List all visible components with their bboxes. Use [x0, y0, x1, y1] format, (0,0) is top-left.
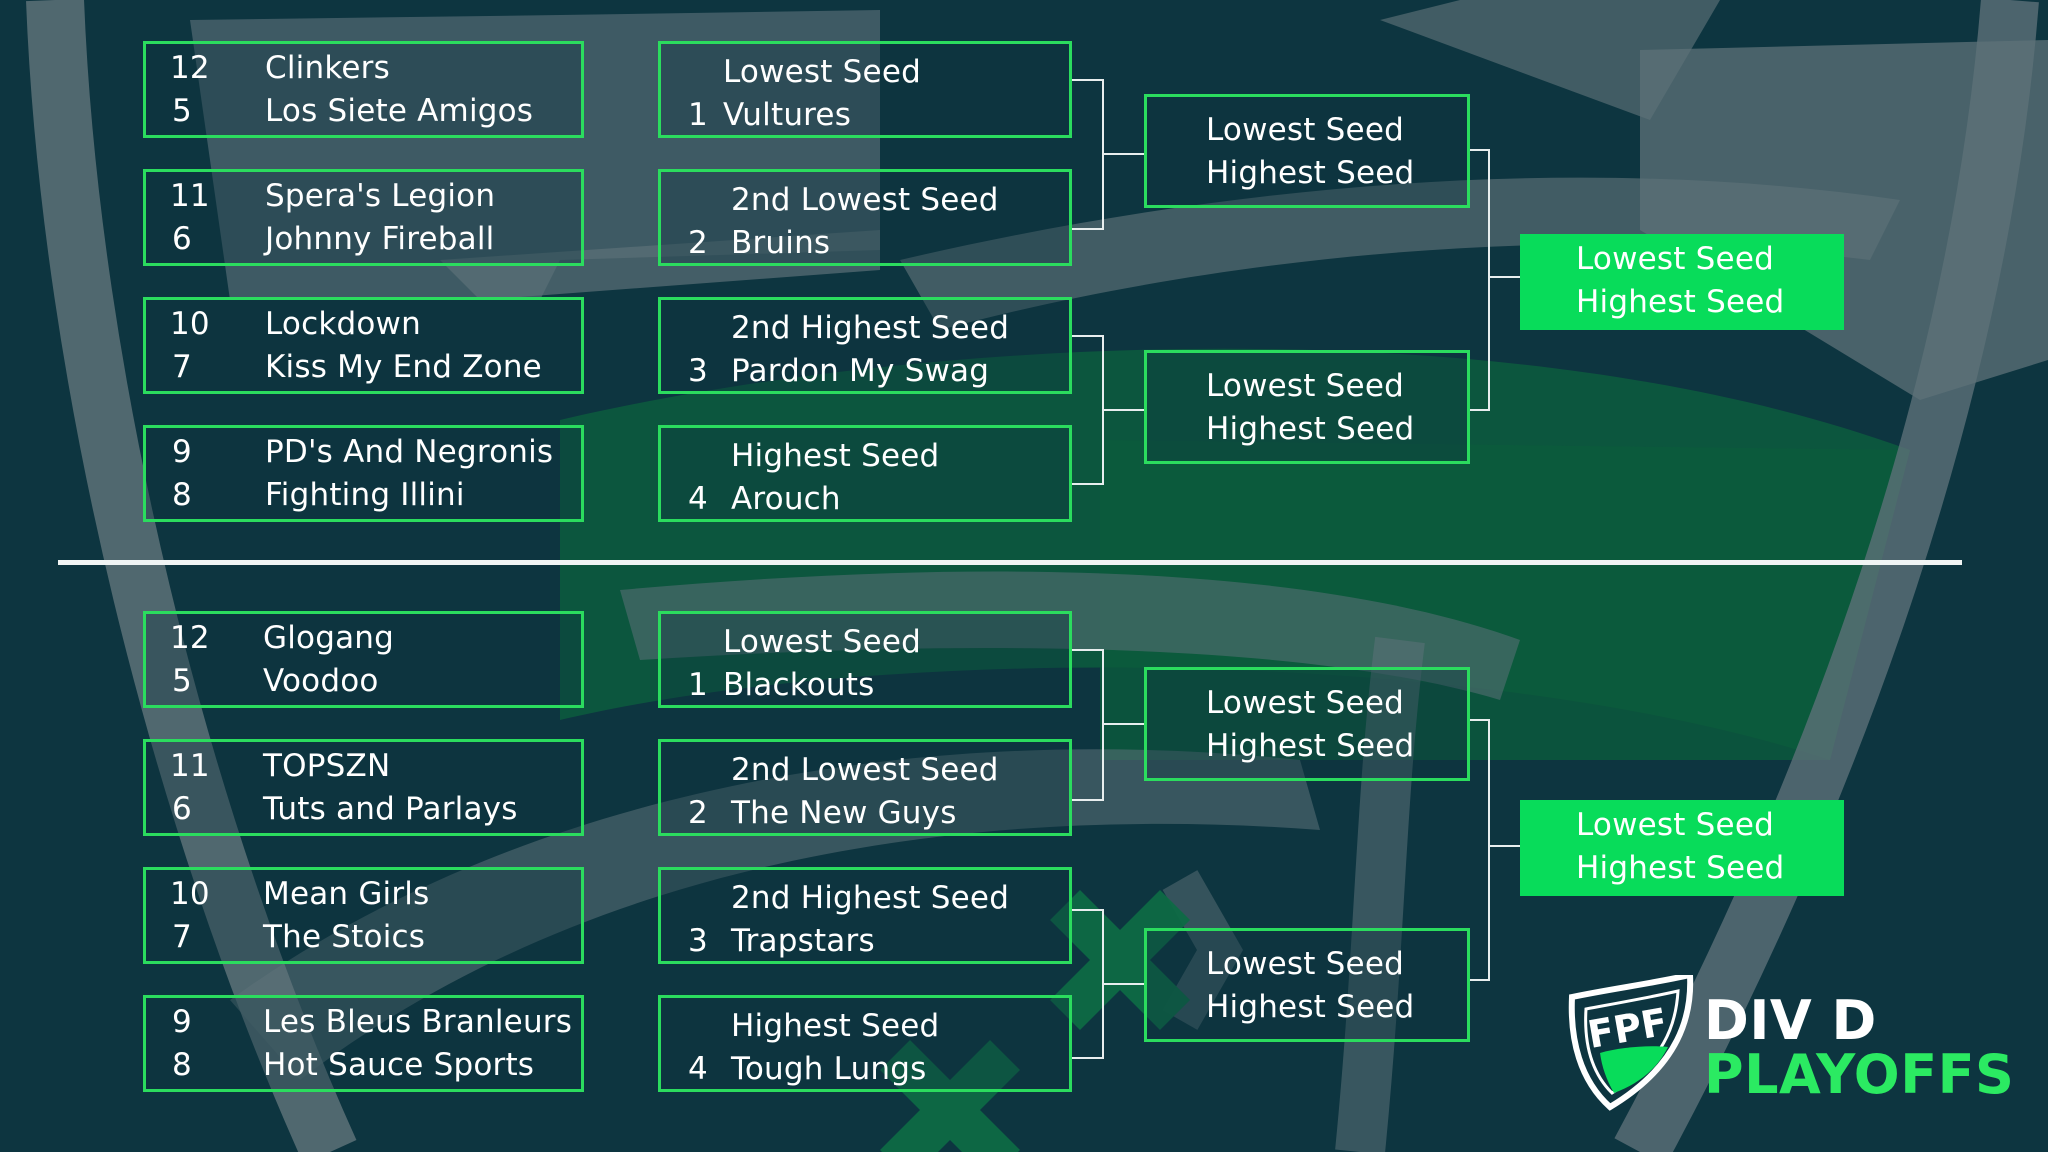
seed-number: 8 — [172, 1047, 192, 1083]
semi-label: Lowest Seed — [1206, 368, 1404, 404]
team-name: Les Bleus Branleurs — [263, 1004, 573, 1040]
seed-number: 12 — [170, 620, 210, 656]
bottom-r2-match-3: 2nd Highest Seed 3 Trapstars — [658, 867, 1072, 964]
team-name: Trapstars — [731, 923, 875, 959]
seed-number: 7 — [172, 919, 192, 955]
top-r1-match-2: 11 Spera's Legion 6 Johnny Fireball — [143, 169, 584, 266]
round2-label: Lowest Seed — [723, 624, 921, 660]
seed-number: 5 — [172, 663, 192, 699]
final-label: Lowest Seed — [1576, 241, 1774, 277]
bottom-r1-match-2: 11 TOPSZN 6 Tuts and Parlays — [143, 739, 584, 836]
team-name: Glogang — [263, 620, 395, 656]
top-r2-match-4: Highest Seed 4 Arouch — [658, 425, 1072, 522]
team-name: Johnny Fireball — [265, 221, 495, 257]
top-r2-match-3: 2nd Highest Seed 3 Pardon My Swag — [658, 297, 1072, 394]
team-name: Tough Lungs — [731, 1051, 927, 1087]
team-name: Blackouts — [723, 667, 875, 703]
round2-label: Highest Seed — [731, 1008, 940, 1044]
bottom-r1-match-4: 9 Les Bleus Branleurs 8 Hot Sauce Sports — [143, 995, 584, 1092]
team-name: Tuts and Parlays — [263, 791, 518, 827]
team-name: Vultures — [723, 97, 852, 133]
fpf-shield-logo: FPF — [1560, 971, 1700, 1115]
seed-number: 2 — [688, 795, 708, 831]
bottom-r1-match-3: 10 Mean Girls 7 The Stoics — [143, 867, 584, 964]
team-name: Voodoo — [263, 663, 379, 699]
seed-number: 8 — [172, 477, 192, 513]
bottom-semi-2: Lowest Seed Highest Seed — [1144, 928, 1470, 1042]
semi-label: Lowest Seed — [1206, 112, 1404, 148]
logo-title-line1: DIV D — [1704, 989, 1877, 1052]
top-r2-match-1: Lowest Seed 1 Vultures — [658, 41, 1072, 138]
semi-label: Lowest Seed — [1206, 685, 1404, 721]
seed-number: 9 — [172, 434, 192, 470]
bottom-r2-match-4: Highest Seed 4 Tough Lungs — [658, 995, 1072, 1092]
top-r2-match-2: 2nd Lowest Seed 2 Bruins — [658, 169, 1072, 266]
team-name: Lockdown — [265, 306, 421, 342]
team-name: Bruins — [731, 225, 831, 261]
round2-label: Highest Seed — [731, 438, 940, 474]
team-name: The Stoics — [263, 919, 426, 955]
semi-label: Highest Seed — [1206, 728, 1415, 764]
round2-label: 2nd Highest Seed — [731, 880, 1010, 916]
section-divider — [58, 560, 1962, 565]
bottom-r1-match-1: 12 Glogang 5 Voodoo — [143, 611, 584, 708]
seed-number: 4 — [688, 1051, 708, 1087]
seed-number: 7 — [172, 349, 192, 385]
top-semi-1: Lowest Seed Highest Seed — [1144, 94, 1470, 208]
seed-number: 5 — [172, 93, 192, 129]
round2-label: Lowest Seed — [723, 54, 921, 90]
seed-number: 10 — [170, 876, 210, 912]
seed-number: 9 — [172, 1004, 192, 1040]
top-semi-2: Lowest Seed Highest Seed — [1144, 350, 1470, 464]
top-r1-match-3: 10 Lockdown 7 Kiss My End Zone — [143, 297, 584, 394]
seed-number: 3 — [688, 353, 708, 389]
team-name: TOPSZN — [263, 748, 391, 784]
team-name: PD's And Negronis — [265, 434, 554, 470]
seed-number: 6 — [172, 791, 192, 827]
seed-number: 12 — [170, 50, 210, 86]
semi-label: Highest Seed — [1206, 411, 1415, 447]
final-label: Lowest Seed — [1576, 807, 1774, 843]
top-r1-match-4: 9 PD's And Negronis 8 Fighting Illini — [143, 425, 584, 522]
round2-label: 2nd Lowest Seed — [731, 182, 999, 218]
team-name: Los Siete Amigos — [265, 93, 534, 129]
bottom-final: Lowest Seed Highest Seed — [1520, 800, 1844, 896]
seed-number: 1 — [688, 97, 708, 133]
bottom-semi-1: Lowest Seed Highest Seed — [1144, 667, 1470, 781]
bottom-r2-match-1: Lowest Seed 1 Blackouts — [658, 611, 1072, 708]
team-name: Fighting Illini — [265, 477, 465, 513]
logo-title-line2: PLAYOFFS — [1704, 1043, 2015, 1106]
semi-label: Lowest Seed — [1206, 946, 1404, 982]
round2-label: 2nd Lowest Seed — [731, 752, 999, 788]
semi-label: Highest Seed — [1206, 989, 1415, 1025]
final-label: Highest Seed — [1576, 850, 1785, 886]
seed-number: 11 — [170, 748, 210, 784]
seed-number: 3 — [688, 923, 708, 959]
team-name: Mean Girls — [263, 876, 430, 912]
seed-number: 2 — [688, 225, 708, 261]
final-label: Highest Seed — [1576, 284, 1785, 320]
semi-label: Highest Seed — [1206, 155, 1415, 191]
seed-number: 10 — [170, 306, 210, 342]
team-name: Pardon My Swag — [731, 353, 990, 389]
seed-number: 11 — [170, 178, 210, 214]
seed-number: 4 — [688, 481, 708, 517]
round2-label: 2nd Highest Seed — [731, 310, 1010, 346]
team-name: Kiss My End Zone — [265, 349, 542, 385]
team-name: Arouch — [731, 481, 841, 517]
team-name: The New Guys — [731, 795, 957, 831]
team-name: Spera's Legion — [265, 178, 496, 214]
team-name: Hot Sauce Sports — [263, 1047, 535, 1083]
seed-number: 6 — [172, 221, 192, 257]
top-final: Lowest Seed Highest Seed — [1520, 234, 1844, 330]
seed-number: 1 — [688, 667, 708, 703]
team-name: Clinkers — [265, 50, 390, 86]
bottom-r2-match-2: 2nd Lowest Seed 2 The New Guys — [658, 739, 1072, 836]
top-r1-match-1: 12 Clinkers 5 Los Siete Amigos — [143, 41, 584, 138]
